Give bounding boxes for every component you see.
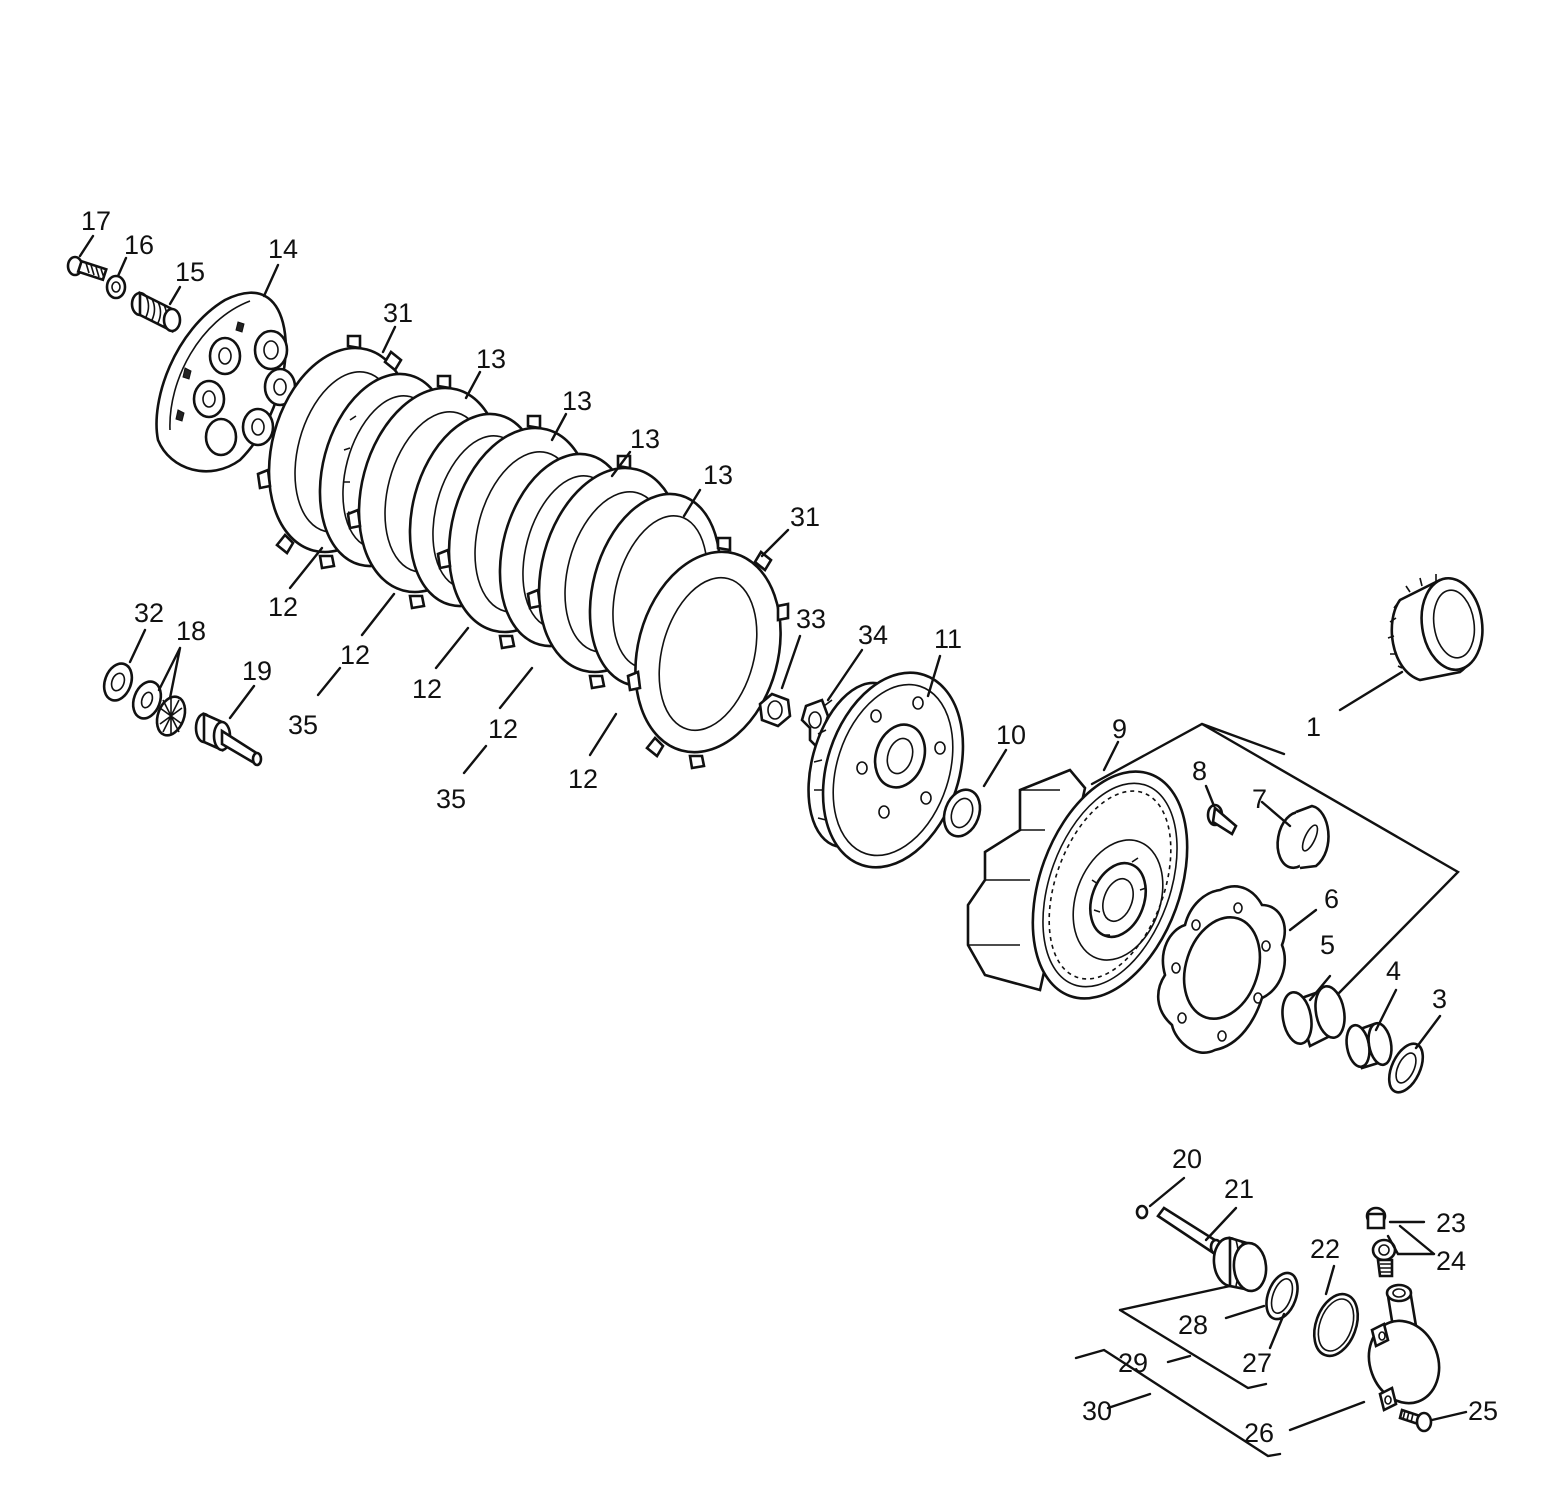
callout-17: 17 [81,206,111,236]
clutch-plate-stack [256,334,790,770]
callout-26: 26 [1244,1418,1274,1448]
callout-12-a: 12 [268,592,298,622]
part-16-washer [105,274,127,300]
callout-23: 23 [1436,1208,1466,1238]
callout-15: 15 [175,257,205,287]
part-19-push-rod-pin [194,711,263,767]
part-4-bush [1345,1021,1393,1070]
callout-5: 5 [1320,930,1335,960]
callout-12-b: 12 [340,640,370,670]
callout-13-d: 13 [703,460,733,490]
part-5-bush [1281,984,1346,1048]
callout-12-d: 12 [488,714,518,744]
callout-9: 9 [1112,714,1127,744]
part-7-cam [1276,804,1330,870]
part-8-screw [1206,803,1238,836]
callout-20: 20 [1172,1144,1202,1174]
callout-16: 16 [124,230,154,260]
part-28-piston [1212,1236,1268,1293]
callout-3: 3 [1432,984,1447,1014]
part-11-clutch-hub [807,671,965,869]
callout-35-b: 35 [436,784,466,814]
part-31-friction-plate [626,536,790,770]
part-32-washer [102,662,134,702]
callout-30: 30 [1082,1396,1112,1426]
part-27-seal [1265,1271,1299,1321]
part-9-clutch-basket [966,768,1189,1000]
callout-19: 19 [242,656,272,686]
part-6-gasket [1157,885,1287,1054]
callout-35-a: 35 [288,710,318,740]
callout-31-rear: 31 [790,502,820,532]
callout-29: 29 [1118,1348,1148,1378]
part-15-spring [130,290,182,334]
callout-labels: 17 16 15 14 31 13 13 13 13 31 12 12 35 1… [81,206,1498,1448]
callout-18: 18 [176,616,206,646]
callout-21: 21 [1224,1174,1254,1204]
part-24-bleeder-cap [1371,1238,1397,1278]
part-3-washer [1387,1042,1425,1094]
callout-32: 32 [134,598,164,628]
part-20-ball [1135,1204,1149,1220]
part-26-slave-cylinder [1367,1283,1441,1412]
callout-12-e: 12 [568,764,598,794]
callout-7: 7 [1252,784,1267,814]
callout-22: 22 [1310,1234,1340,1264]
part-23-bleeder-valve [1365,1206,1387,1230]
callout-8: 8 [1192,756,1207,786]
callout-4: 4 [1386,956,1401,986]
part-17-bolt [66,255,108,282]
part-21-pushrod [1156,1206,1223,1256]
callout-10: 10 [996,720,1026,750]
part-10-thrust-washer [942,788,982,838]
part-18-bearing [131,680,187,737]
leader-lines [78,234,1468,1458]
callout-33: 33 [796,604,826,634]
part-14-pressure-plate [155,291,297,473]
part-22-o-ring [1312,1292,1360,1358]
callout-6: 6 [1324,884,1339,914]
part-33-nut [758,692,792,728]
callout-27: 27 [1242,1348,1272,1378]
callout-12-c: 12 [412,674,442,704]
callout-31-front: 31 [383,298,413,328]
callout-13-b: 13 [562,386,592,416]
part-1-gear [1387,574,1484,682]
callout-1: 1 [1306,712,1321,742]
part-25-screw [1398,1408,1433,1433]
callout-13-a: 13 [476,344,506,374]
callout-24: 24 [1436,1246,1466,1276]
callout-13-c: 13 [630,424,660,454]
callout-25: 25 [1468,1396,1498,1426]
callout-14: 14 [268,234,298,264]
callout-28: 28 [1178,1310,1208,1340]
callout-11: 11 [934,624,962,654]
callout-34: 34 [858,620,888,650]
